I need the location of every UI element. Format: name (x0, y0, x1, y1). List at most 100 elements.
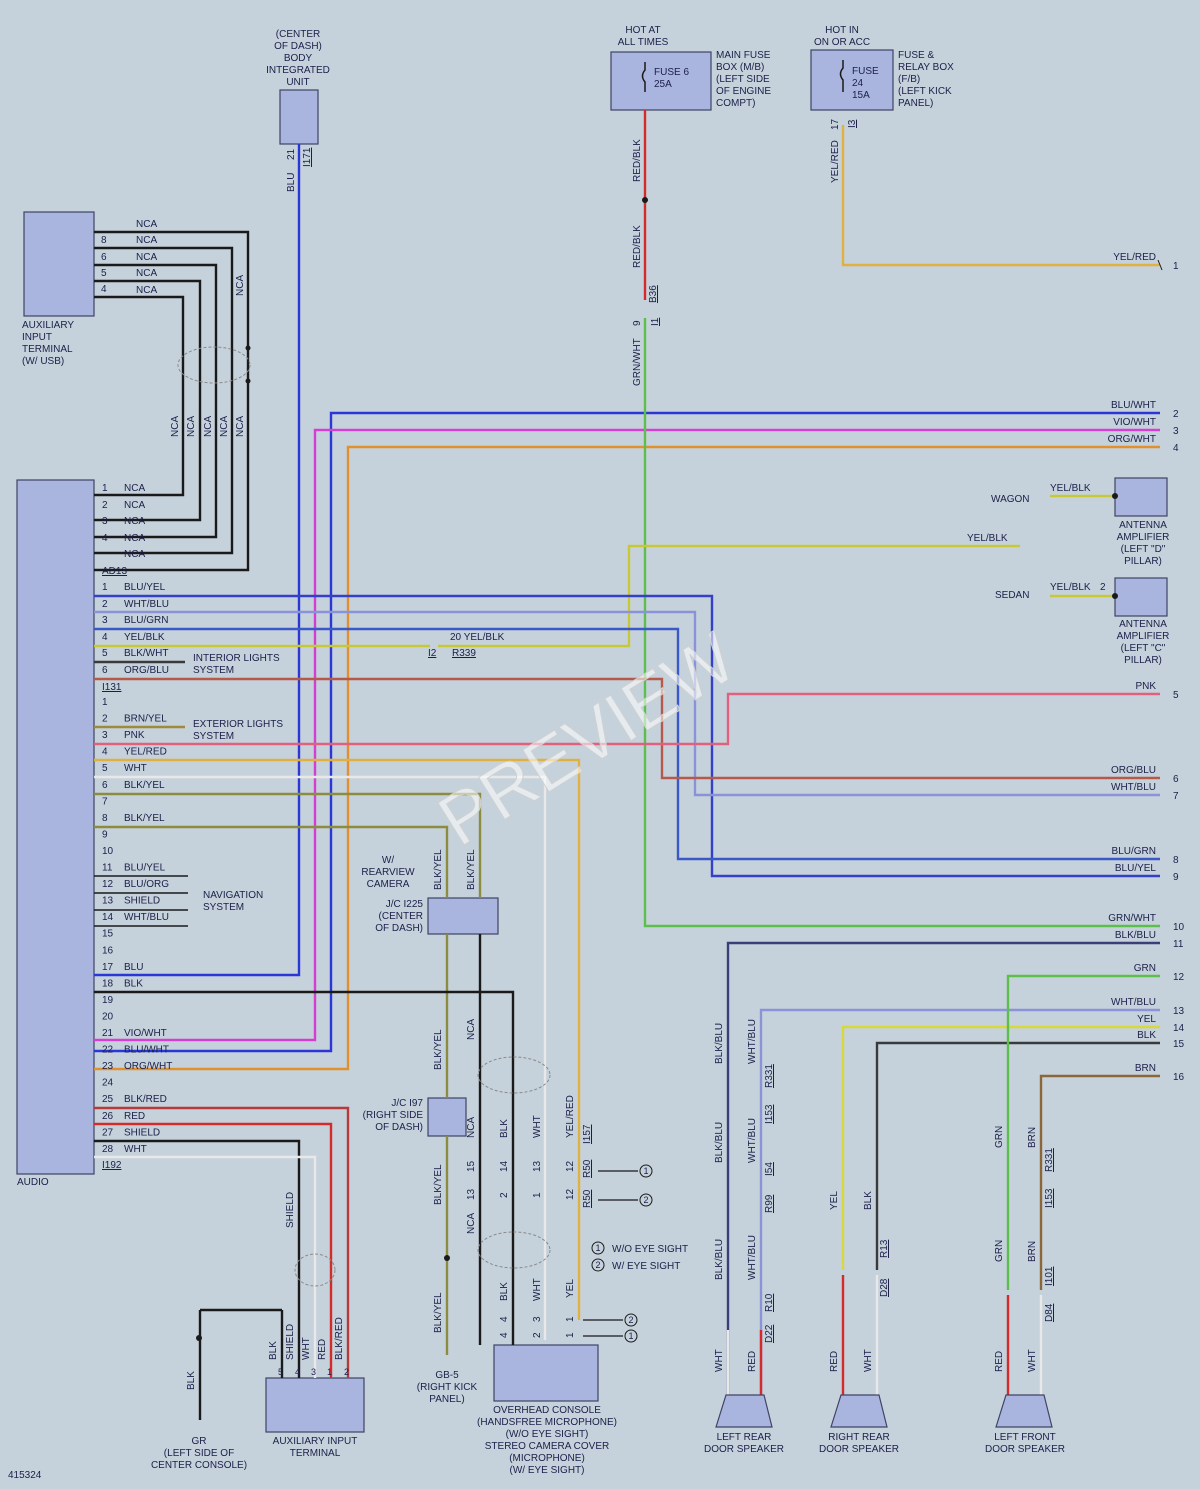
wagon-label: WAGON (991, 494, 1030, 505)
oh-nca-top: NCA (466, 1117, 477, 1138)
right-terminal-wire: WHT/BLU (1111, 997, 1156, 1008)
aux-w3: WHT (301, 1337, 312, 1360)
i192-pin-num: 15 (102, 929, 114, 940)
i131-pin-wire: BLU/GRN (124, 615, 168, 626)
right-terminal-num: 5 (1173, 690, 1179, 701)
right-terminal-num: 12 (1173, 972, 1185, 983)
nca-vert-6: NCA (235, 416, 246, 437)
lf-w3: GRN (994, 1240, 1005, 1262)
fuse-6-symbol (641, 62, 646, 92)
hot-in-label-2: ON OR ACC (814, 37, 870, 48)
lr-d22: D22 (764, 1324, 775, 1343)
right-terminal-wire: BLU/GRN (1112, 846, 1156, 857)
nca-vert-4: NCA (203, 416, 214, 437)
jc-i97-3: OF DASH) (375, 1122, 423, 1133)
lf-w1: GRN (994, 1126, 1005, 1148)
rr-w1: YEL (829, 1191, 840, 1210)
i131-pin-num: 3 (102, 615, 108, 626)
antenna-amplifier-c (1114, 577, 1168, 617)
hot-at-label-2: ALL TIMES (618, 37, 669, 48)
right-terminal-num: 13 (1173, 1006, 1185, 1017)
antenna-amplifier-d (1114, 477, 1168, 517)
yel-red-vert-label: YEL/RED (830, 140, 841, 183)
main-fuse-box-3: (LEFT SIDE (716, 74, 770, 85)
rr-w2: BLK (863, 1191, 874, 1210)
main-fuse-box-5: COMPT) (716, 98, 755, 109)
oh-pin-c3: 1 (565, 1316, 576, 1322)
lr-w2: WHT/BLU (747, 1019, 758, 1064)
ad13-pin-num: 2 (102, 500, 108, 511)
lr-w1: BLK/BLU (714, 1023, 725, 1064)
body-unit-line-5: UNIT (286, 77, 309, 88)
aux-p2: 4 (295, 1367, 300, 1377)
overhead-label-4: STEREO CAMERA COVER (485, 1441, 609, 1452)
overhead-label-6: (W/ EYE SIGHT) (510, 1465, 585, 1476)
right-terminal-wire: BLK (1137, 1030, 1156, 1041)
oh-pin-c2: 3 (532, 1316, 543, 1322)
right-terminal-wire: BLU/YEL (1115, 863, 1157, 874)
i192-pin-num: 26 (102, 1111, 114, 1122)
circle-pointers (583, 1170, 638, 1337)
right-terminal-num: 16 (1173, 1072, 1185, 1083)
i192-pin-wire: BLU/WHT (124, 1045, 169, 1056)
audio-unit (16, 479, 95, 1175)
speaker-symbols (715, 1394, 1053, 1428)
gr-label-1: GR (192, 1436, 207, 1447)
i192-pin-wire: SHIELD (124, 1127, 160, 1138)
usb-pin-4: 4 (101, 284, 107, 295)
aux-w1: BLK (268, 1341, 279, 1360)
circle-1-legend-num: 1 (595, 1243, 600, 1253)
sedan-pin-2: 2 (1100, 582, 1106, 593)
yel-blk-20-label: 20 YEL/BLK (450, 632, 505, 643)
lf-b2: WHT (1027, 1349, 1038, 1372)
oh-pin-c1b: 4 (499, 1316, 510, 1322)
oh-pin-b2: 2 (499, 1192, 510, 1198)
overhead-label-2: (HANDSFREE MICROPHONE) (477, 1417, 617, 1428)
aux-usb-label-4: (W/ USB) (22, 356, 64, 367)
fuse6-label-1: FUSE 6 (654, 67, 689, 78)
lr-r99: R99 (764, 1194, 775, 1213)
lr-b1: WHT (714, 1349, 725, 1372)
i192-pin-wire: BLK/YEL (124, 780, 165, 791)
i192-pin-num: 28 (102, 1144, 114, 1155)
i192-pin-wire: SHIELD (124, 896, 160, 907)
lr-r331: R331 (764, 1064, 775, 1088)
body-unit-line-4: INTEGRATED (266, 65, 330, 76)
i192-pin-num: 10 (102, 846, 114, 857)
rr-d28: D28 (879, 1278, 890, 1297)
aux-usb-label-1: AUXILIARY (22, 320, 74, 331)
i192-pin-wire: BLU/ORG (124, 879, 169, 890)
ad13-label: AD13 (102, 566, 127, 577)
ad13-pin-wire: NCA (124, 549, 145, 560)
jc-i225-1: J/C I225 (386, 899, 424, 910)
i192-pin-wire: PNK (124, 730, 145, 741)
oh-blk-bot: BLK (499, 1282, 510, 1301)
i192-pin-num: 12 (102, 879, 114, 890)
jc-i97-1: J/C I97 (391, 1098, 423, 1109)
ad13-pin-num: 3 (102, 516, 108, 527)
fuse-relay-2: RELAY BOX (898, 62, 954, 73)
i1-label: I1 (650, 317, 661, 326)
fuse-relay-4: (LEFT KICK (898, 86, 952, 97)
oh-yelred-top: YEL/RED (565, 1095, 576, 1138)
lf-i101: I101 (1044, 1266, 1055, 1286)
i192-pin-wire: VIO/WHT (124, 1028, 167, 1039)
nca-usb-3: NCA (136, 252, 157, 263)
aux-input-terminal-usb (23, 211, 95, 317)
navigation-2: SYSTEM (203, 902, 244, 913)
oh-pin-b3: 1 (532, 1192, 543, 1198)
nca-usb-2: NCA (136, 235, 157, 246)
rear-camera-2: REARVIEW (361, 867, 415, 878)
ad13-pin-num: 4 (102, 533, 108, 544)
wires (94, 110, 1160, 1420)
gb5-2: (RIGHT KICK (417, 1382, 478, 1393)
i192-pin-num: 11 (102, 863, 113, 874)
i131-pin-num: 4 (102, 632, 108, 643)
right-terminal-num: 2 (1173, 409, 1179, 420)
i192-pin-num: 22 (102, 1045, 114, 1056)
exterior-lights-1: EXTERIOR LIGHTS (193, 719, 283, 730)
body-unit-line-1: (CENTER (276, 29, 320, 40)
blk-yel-v2: BLK/YEL (466, 849, 477, 890)
sedan-label: SEDAN (995, 590, 1029, 601)
